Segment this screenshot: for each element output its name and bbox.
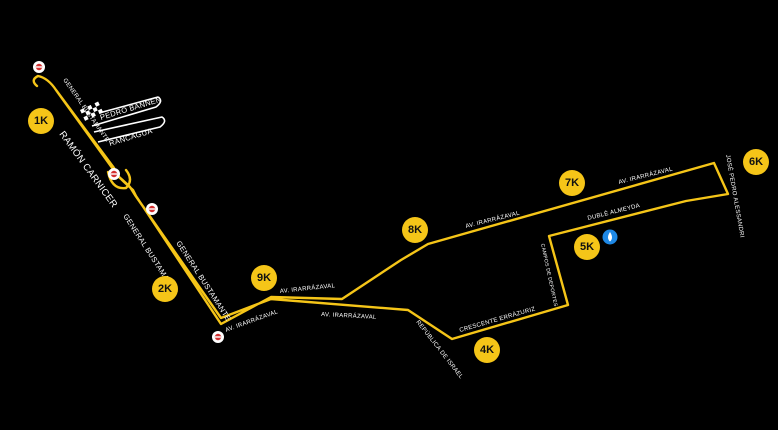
- svg-text:2K: 2K: [158, 283, 172, 295]
- svg-text:7K: 7K: [565, 177, 579, 189]
- aid-station-2: [108, 168, 120, 180]
- route-connector: [106, 168, 132, 190]
- water-drop-icon: [602, 229, 618, 245]
- street-av-irarrazaval-a: AV. IRARRÁZAVAL: [224, 308, 279, 334]
- km-marker-8k: 8K: [402, 217, 428, 243]
- street-campos-de-deportes: CAMPOS DE DEPORTES: [539, 243, 558, 307]
- street-jose-pedro-alessandri: JOSÉ PEDRO ALESSANDRI: [724, 154, 746, 238]
- street-rancagua: RANCAGUA: [108, 126, 154, 148]
- route-line: [32, 74, 730, 341]
- km-marker-7k: 7K: [559, 170, 585, 196]
- street-general-bustamante-right: GENERAL BUSTAMANTE: [174, 239, 233, 323]
- svg-text:8K: 8K: [408, 224, 422, 236]
- route-loop-outline-2: [93, 116, 166, 143]
- street-av-irarrazaval-b: AV. IRARRÁZAVAL: [279, 282, 335, 295]
- svg-text:5K: 5K: [580, 241, 594, 253]
- svg-text:6K: 6K: [749, 156, 763, 168]
- km-marker-6k: 6K: [743, 149, 769, 175]
- route-loop-outline: [87, 96, 162, 127]
- km-marker-1k: 1K: [28, 108, 54, 134]
- aid-station-4: [212, 331, 224, 343]
- km-marker-5k: 5K: [574, 234, 600, 260]
- street-crescente-errazuriz: CRESCENTE ERRÁZURIZ: [459, 305, 537, 333]
- svg-text:9K: 9K: [257, 272, 271, 284]
- km-marker-2k: 2K: [152, 276, 178, 302]
- svg-text:4K: 4K: [480, 344, 494, 356]
- race-route: [32, 74, 730, 341]
- checkered-flag-icon: [80, 101, 104, 121]
- aid-station-3: [146, 203, 158, 215]
- street-av-irarrazaval-c: AV. IRARRÁZAVAL: [321, 311, 377, 321]
- street-republica-de-israel: REPÚBLICA DE ISRAEL: [414, 319, 464, 381]
- svg-text:1K: 1K: [34, 115, 48, 127]
- km-marker-9k: 9K: [251, 265, 277, 291]
- km-marker-4k: 4K: [474, 337, 500, 363]
- aid-station-1: [33, 61, 45, 73]
